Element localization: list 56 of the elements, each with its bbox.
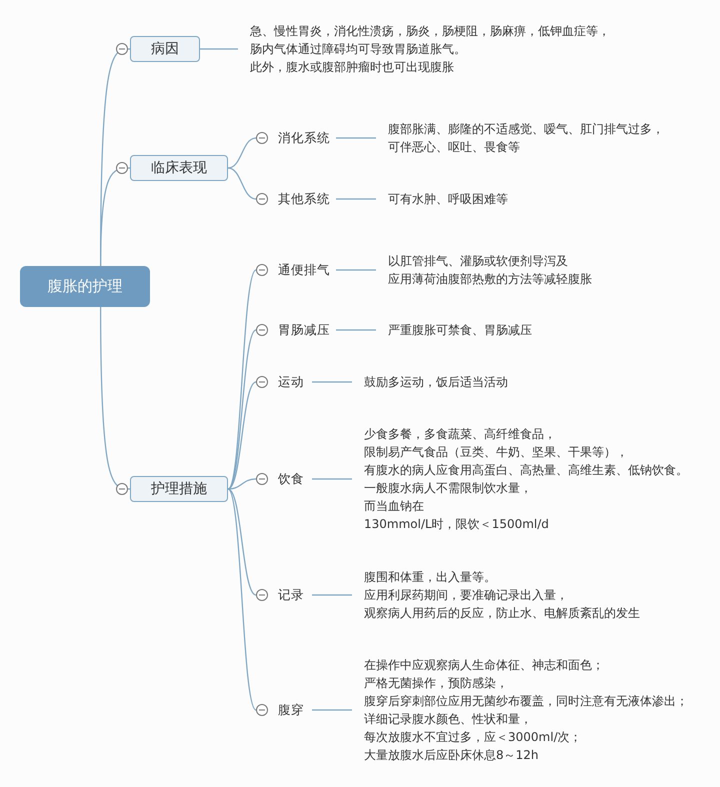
connector-line — [312, 381, 352, 383]
connector-line — [312, 709, 352, 711]
detail-text: 腹穿后穿刺部位应用无菌纱布覆盖，同时注意有无液体渗出； — [364, 693, 689, 710]
subtopic-label: 运动 — [278, 372, 304, 391]
connector-line — [100, 167, 130, 266]
detail-text: 大量放腹水后应卧床休息8～12h — [364, 747, 540, 764]
detail-text: 鼓励多运动，饭后适当活动 — [364, 374, 509, 391]
connector-line — [228, 330, 256, 490]
subtopic-label: 胃肠减压 — [278, 320, 330, 339]
connector-line — [312, 594, 352, 596]
subtopic-label: 通便排气 — [278, 260, 330, 279]
detail-text: 而当血钠在 — [364, 498, 425, 515]
detail-text: 此外，腹水或腹部肿瘤时也可出现腹胀 — [250, 59, 455, 76]
subtopic-label: 其他系统 — [278, 190, 330, 208]
detail-text: 腹围和体重，出入量等。 — [364, 569, 497, 586]
detail-text: 严格无菌操作，预防感染， — [364, 675, 509, 692]
detail-text: 严重腹胀可禁食、胃肠减压 — [388, 322, 533, 339]
detail-text: 详细记录腹水颜色、性状和量， — [364, 711, 533, 728]
topic-box: 临床表现 — [130, 155, 228, 181]
subtopic-label: 饮食 — [278, 470, 304, 488]
root-topic-box: 腹胀的护理 — [20, 266, 150, 307]
subtopic-label: 腹穿 — [278, 700, 304, 719]
detail-text: 130mmol/L时，限饮＜1500ml/d — [364, 516, 550, 533]
detail-text: 急、慢性胃炎，消化性溃疡，肠炎，肠梗阻，肠麻痹，低钾血症等， — [250, 23, 611, 40]
detail-text: 可有水肿、呼吸困难等 — [388, 191, 509, 208]
topic-box: 病因 — [130, 36, 200, 62]
connector-line — [200, 48, 238, 50]
connector-line — [228, 382, 256, 490]
detail-text: 可伴恶心、呕吐、畏食等 — [388, 139, 521, 156]
connector-line — [336, 269, 376, 271]
connector-line — [228, 478, 256, 490]
topic-box: 护理措施 — [130, 476, 228, 502]
connector-line — [336, 198, 376, 200]
detail-text: 一般腹水病人不需限制饮水量， — [364, 480, 533, 497]
detail-text: 观察病人用药后的反应，防止水、电解质紊乱的发生 — [364, 605, 641, 622]
connector-line — [100, 307, 130, 490]
connector-line — [228, 488, 256, 596]
connector-line — [228, 167, 256, 200]
detail-text: 腹部胀满、膨隆的不适感觉、嗳气、肛门排气过多， — [388, 121, 665, 138]
connector-line — [228, 270, 256, 490]
detail-text: 少食多餐，多食蔬菜、高纤维食品， — [364, 426, 557, 443]
subtopic-label: 记录 — [278, 586, 304, 604]
connector-line — [336, 329, 376, 331]
detail-text: 应用薄荷油腹部热敷的方法等减轻腹胀 — [388, 271, 593, 288]
subtopic-label: 消化系统 — [278, 128, 330, 147]
connector-line — [312, 478, 352, 480]
detail-text: 有腹水的病人应食用高蛋白、高热量、高维生素、低钠饮食。 — [364, 462, 689, 479]
connector-line — [336, 137, 376, 139]
detail-text: 在操作中应观察病人生命体征、神志和面色； — [364, 657, 605, 674]
detail-text: 应用利尿药期间，要准确记录出入量， — [364, 587, 569, 604]
detail-text: 以肛管排气、灌肠或软便剂导泻及 — [388, 253, 569, 270]
detail-text: 肠内气体通过障碍均可导致胃肠道胀气。 — [250, 41, 467, 58]
detail-text: 每次放腹水不宜过多，应＜3000ml/次； — [364, 729, 583, 746]
connector-line — [228, 488, 256, 710]
detail-text: 限制易产气食品（豆类、牛奶、坚果、干果等）， — [364, 444, 629, 461]
connector-line — [228, 137, 256, 169]
